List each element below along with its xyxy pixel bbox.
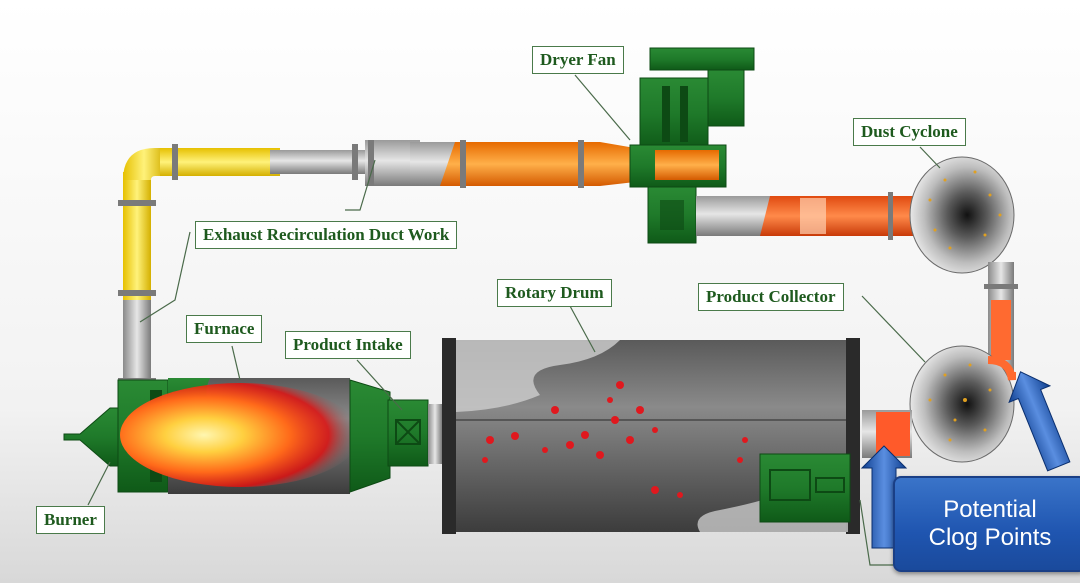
clog-callout-line2: Clog Points [928, 524, 1052, 551]
dryer-fan-label: Dryer Fan [532, 46, 624, 74]
dust-cyclone [909, 156, 1018, 372]
fan-outlet-duct [696, 192, 935, 240]
exhaust-duct-label: Exhaust Recirculation Duct Work [195, 221, 458, 249]
dust-cyclone-label: Dust Cyclone [853, 118, 966, 146]
product-collector-label: Product Collector [698, 283, 844, 311]
product-intake-label: Product Intake [285, 331, 411, 359]
rotary-drum [442, 338, 860, 534]
rotary-drum-label: Rotary Drum [497, 279, 612, 307]
clog-arrow-right [1008, 371, 1071, 472]
leader-lines [87, 74, 941, 566]
clog-points-callout: Potential Clog Points [893, 476, 1080, 572]
furnace-label: Furnace [186, 315, 263, 343]
furnace [63, 378, 442, 494]
burner-label: Burner [36, 506, 105, 534]
product-collector [862, 345, 1016, 463]
clog-callout-line1: Potential [943, 496, 1037, 523]
dryer-fan [629, 47, 755, 244]
